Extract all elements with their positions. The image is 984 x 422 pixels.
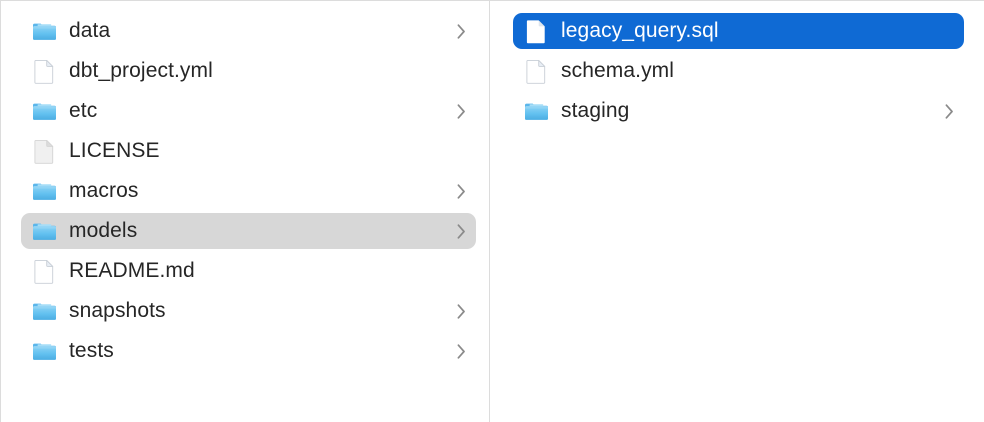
folder-row[interactable]: models [21, 213, 476, 249]
folder-icon [31, 218, 58, 245]
folder-icon [31, 178, 58, 205]
item-label: dbt_project.yml [69, 59, 213, 82]
item-label: tests [69, 339, 114, 362]
chevron-right-icon[interactable] [454, 342, 468, 360]
file-row[interactable]: dbt_project.yml [21, 53, 476, 89]
folder-icon [31, 98, 58, 125]
column-child[interactable]: legacy_query.sql schema.yml staging [490, 1, 984, 422]
item-label: data [69, 19, 111, 42]
folder-row[interactable]: staging [513, 93, 964, 129]
document-icon [523, 18, 550, 45]
chevron-right-icon[interactable] [942, 102, 956, 120]
chevron-right-icon[interactable] [454, 182, 468, 200]
item-label: macros [69, 179, 139, 202]
folder-icon [523, 98, 550, 125]
folder-row[interactable]: data [21, 13, 476, 49]
file-row[interactable]: legacy_query.sql [513, 13, 964, 49]
file-row[interactable]: README.md [21, 253, 476, 289]
document-icon [31, 258, 58, 285]
folder-row[interactable]: snapshots [21, 293, 476, 329]
document-icon [523, 58, 550, 85]
file-row[interactable]: schema.yml [513, 53, 964, 89]
chevron-right-icon[interactable] [454, 302, 468, 320]
item-label: legacy_query.sql [561, 19, 719, 42]
item-label: snapshots [69, 299, 166, 322]
item-label: README.md [69, 259, 195, 282]
folder-icon [31, 298, 58, 325]
folder-icon [31, 338, 58, 365]
file-row[interactable]: LICENSE [21, 133, 476, 169]
folder-row[interactable]: macros [21, 173, 476, 209]
item-label: schema.yml [561, 59, 675, 82]
item-label: LICENSE [69, 139, 160, 162]
item-label: models [69, 219, 138, 242]
chevron-right-icon[interactable] [454, 222, 468, 240]
chevron-right-icon[interactable] [454, 22, 468, 40]
plain-document-icon [31, 138, 58, 165]
document-icon [31, 58, 58, 85]
item-label: staging [561, 99, 630, 122]
folder-row[interactable]: tests [21, 333, 476, 369]
folder-row[interactable]: etc [21, 93, 476, 129]
item-label: etc [69, 99, 98, 122]
folder-icon [31, 18, 58, 45]
chevron-right-icon[interactable] [454, 102, 468, 120]
